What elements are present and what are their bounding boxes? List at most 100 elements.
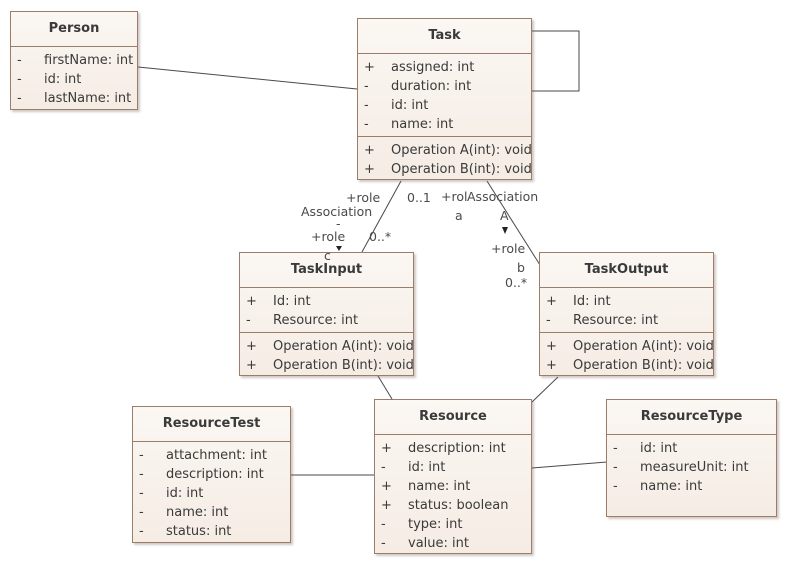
attributes-compartment: -id: int -measureUnit: int -name: int: [607, 435, 776, 498]
operation-text: Operation B(int): void: [273, 358, 414, 373]
attribute-row[interactable]: -measureUnit: int: [607, 458, 776, 477]
visibility-marker: +: [246, 294, 257, 309]
visibility-marker: +: [381, 498, 392, 513]
attribute-text: assigned: int: [391, 60, 475, 75]
attribute-text: duration: int: [391, 79, 472, 94]
attribute-row[interactable]: -value: int: [375, 534, 531, 553]
class-name: ResourceType: [607, 400, 776, 435]
class-name: TaskInput: [240, 253, 413, 288]
operation-row[interactable]: +Operation B(int): void: [358, 160, 532, 179]
operation-text: Operation A(int): void: [391, 143, 532, 158]
attribute-row[interactable]: -Resource: int: [540, 311, 713, 330]
attribute-row[interactable]: + description: int: [375, 439, 531, 458]
attribute-row[interactable]: - name: int: [133, 503, 290, 522]
operation-row[interactable]: +Operation B(int): void: [540, 356, 714, 375]
taskinput-resource-association[interactable]: [377, 375, 393, 400]
association-dash: -: [336, 216, 341, 231]
attribute-text: name: int: [408, 479, 471, 494]
class-resourcetest[interactable]: ResourceTest -attachment: int -descripti…: [132, 406, 291, 543]
operation-row[interactable]: + Operation B(int): void: [240, 356, 414, 375]
attribute-row[interactable]: -name: int: [358, 115, 531, 134]
person-task-association[interactable]: [137, 66, 358, 90]
operation-row[interactable]: +Operation A(int): void: [240, 337, 414, 356]
attribute-row[interactable]: -id: int: [607, 439, 776, 458]
class-resourcetype[interactable]: ResourceType -id: int -measureUnit: int …: [606, 399, 777, 517]
attribute-text: description: int: [166, 467, 264, 482]
attribute-text: attachment: int: [166, 448, 267, 463]
role-name-label: a: [455, 208, 463, 223]
direction-arrow-icon: [502, 227, 508, 234]
attribute-text: firstName: int: [44, 53, 134, 68]
attributes-compartment: + description: int -id: int +name: int + s…: [375, 435, 531, 555]
attribute-row[interactable]: -name: int: [607, 477, 776, 496]
visibility-marker: -: [17, 53, 22, 68]
visibility-marker: -: [613, 460, 618, 475]
attribute-row[interactable]: -id: int: [375, 458, 531, 477]
class-name: ResourceTest: [133, 407, 290, 442]
operations-compartment: +Operation A(int): void +Operation B(int…: [540, 332, 714, 377]
attribute-text: id: int: [44, 72, 82, 87]
task-taskinput-association[interactable]: [361, 180, 402, 253]
role-name-label: b: [517, 260, 525, 275]
class-taskoutput[interactable]: TaskOutput +Id: int -Resource: int +Oper…: [539, 252, 714, 376]
attribute-row[interactable]: -id: int: [358, 96, 531, 115]
operation-text: Operation B(int): void: [391, 162, 532, 177]
attribute-row[interactable]: -lastName: int: [11, 89, 137, 108]
attribute-row[interactable]: - firstName: int: [11, 51, 137, 70]
attribute-row[interactable]: -id: int: [133, 484, 290, 503]
attribute-text: id: int: [640, 441, 678, 456]
attributes-compartment: -attachment: int -description: int -id: …: [133, 442, 290, 543]
role-label: +role: [491, 241, 526, 256]
operation-row[interactable]: +Operation A(int): void: [358, 141, 532, 160]
visibility-marker: -: [381, 536, 386, 551]
attribute-row[interactable]: - id: int: [11, 70, 137, 89]
class-task[interactable]: Task +assigned: int -duration: int -id: …: [357, 18, 532, 180]
attributes-compartment: - firstName: int - id: int -lastName: int: [11, 47, 137, 110]
operation-text: Operation A(int): void: [573, 339, 714, 354]
attribute-row[interactable]: - type: int: [375, 515, 531, 534]
attribute-row[interactable]: -description: int: [133, 465, 290, 484]
attribute-text: description: int: [408, 441, 506, 456]
operation-text: Operation B(int): void: [573, 358, 714, 373]
taskoutput-resource-association[interactable]: [531, 376, 559, 403]
attribute-row[interactable]: +Id: int: [240, 292, 413, 311]
attribute-row[interactable]: +name: int: [375, 477, 531, 496]
multiplicity-label: 0..1: [407, 190, 431, 205]
visibility-marker: +: [546, 294, 557, 309]
attribute-text: id: int: [166, 486, 204, 501]
attribute-text: name: int: [166, 505, 229, 520]
visibility-marker: -: [17, 72, 22, 87]
attribute-text: type: int: [408, 517, 463, 532]
visibility-marker: -: [381, 517, 386, 532]
visibility-marker: +: [381, 441, 392, 456]
attribute-row[interactable]: + status: boolean: [375, 496, 531, 515]
class-name: Person: [11, 12, 137, 47]
attribute-text: Id: int: [573, 294, 611, 309]
attribute-row[interactable]: -status: int: [133, 522, 290, 541]
association-label: Association: [301, 204, 373, 219]
resource-resourcetype-association[interactable]: [531, 461, 608, 469]
visibility-marker: +: [246, 358, 257, 373]
role-label: +role: [346, 190, 381, 205]
class-taskinput[interactable]: TaskInput +Id: int -Resource: int +Opera…: [239, 252, 414, 376]
attribute-text: status: boolean: [408, 498, 509, 513]
attributes-compartment: + Id: int -Resource: int: [540, 288, 713, 332]
attribute-row[interactable]: +assigned: int: [358, 58, 531, 77]
operation-row[interactable]: +Operation A(int): void: [540, 337, 714, 356]
attribute-row[interactable]: - attachment: int: [133, 446, 290, 465]
visibility-marker: -: [139, 505, 144, 520]
class-resource[interactable]: Resource +description: int -id: int +nam…: [374, 399, 532, 554]
task-taskoutput-association[interactable]: [486, 180, 541, 266]
visibility-marker: -: [139, 524, 144, 539]
task-self-association[interactable]: [532, 30, 580, 92]
visibility-marker: -: [546, 313, 551, 328]
visibility-marker: -: [139, 448, 144, 463]
class-person[interactable]: Person - firstName: int - id: int -lastNam…: [10, 11, 138, 110]
operation-text: Operation A(int): void: [273, 339, 414, 354]
attribute-row[interactable]: -duration: int: [358, 77, 531, 96]
operations-compartment: +Operation A(int): void +Operation B(int…: [358, 136, 532, 181]
attribute-row[interactable]: + Id: int: [540, 292, 713, 311]
attribute-row[interactable]: -Resource: int: [240, 311, 413, 330]
